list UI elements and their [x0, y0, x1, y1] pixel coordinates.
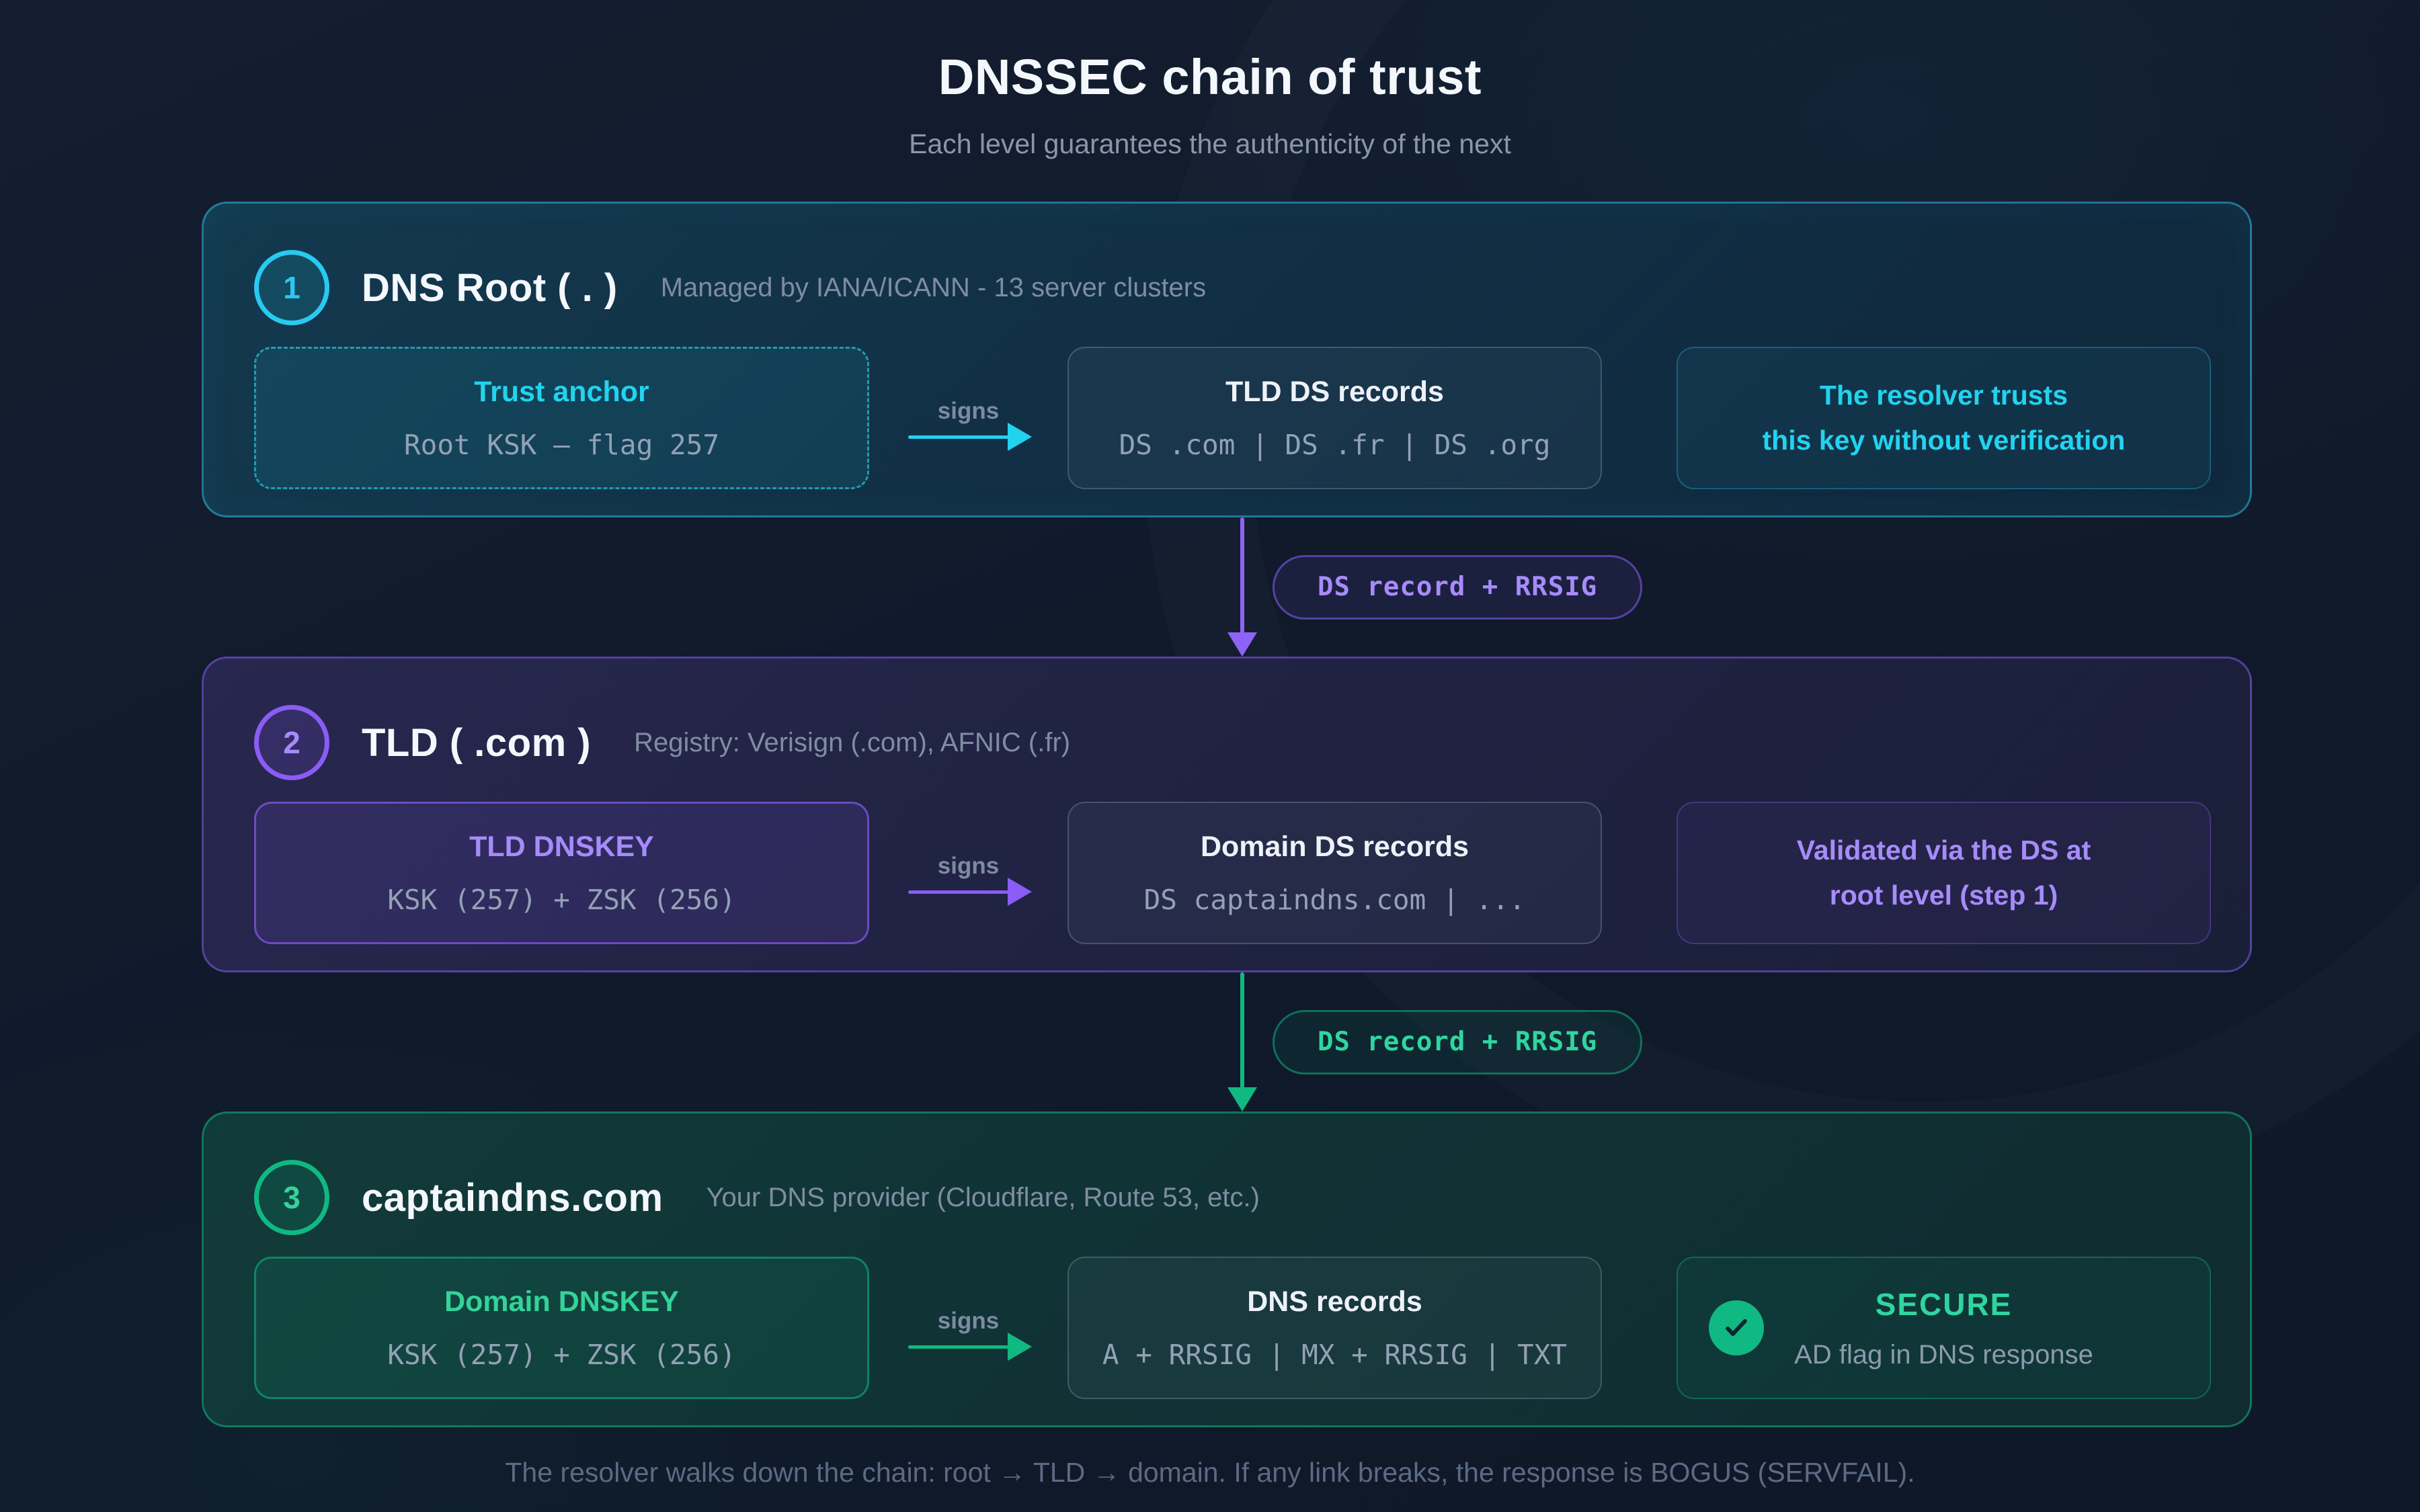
down-arrow-line: [1240, 972, 1244, 1089]
level-1-signs: signs: [869, 347, 1067, 489]
note-line-2: root level (step 1): [1829, 880, 2058, 911]
ds-rrsig-badge: DS record + RRSIG: [1273, 1009, 1643, 1075]
dns-records-box: DNS records A + RRSIG | MX + RRSIG | TXT: [1067, 1257, 1602, 1399]
level-2-header: 2 TLD ( .com ) Registry: Verisign (.com)…: [254, 705, 2211, 780]
domain-ds-records-title: Domain DS records: [1200, 830, 1469, 863]
page-title: DNSSEC chain of trust: [938, 49, 1482, 105]
right-arrow-icon: [908, 877, 1032, 906]
note-line-1: Validated via the DS at: [1796, 835, 2091, 866]
tld-dnskey-box: TLD DNSKEY KSK (257) + ZSK (256): [254, 802, 869, 944]
domain-dnskey-box: Domain DNSKEY KSK (257) + ZSK (256): [254, 1257, 869, 1399]
domain-ds-records-box: Domain DS records DS captaindns.com | ..…: [1067, 802, 1602, 944]
level-2-subtitle: Registry: Verisign (.com), AFNIC (.fr): [634, 727, 1071, 757]
tld-ds-records-detail: DS .com | DS .fr | DS .org: [1119, 428, 1551, 461]
secure-status-detail: AD flag in DNS response: [1794, 1339, 2093, 1370]
level-2-signs: signs: [869, 802, 1067, 944]
level-1-card: 1 DNS Root ( . ) Managed by IANA/ICANN -…: [202, 202, 2252, 517]
dns-records-title: DNS records: [1247, 1285, 1422, 1318]
level-1-row: Trust anchor Root KSK — flag 257 signs T…: [254, 347, 2211, 489]
level-2-card: 2 TLD ( .com ) Registry: Verisign (.com)…: [202, 657, 2252, 972]
tld-ds-records-box: TLD DS records DS .com | DS .fr | DS .or…: [1067, 347, 1602, 489]
tld-dnskey-detail: KSK (257) + ZSK (256): [387, 883, 736, 916]
secure-status-label: SECURE: [1875, 1286, 2013, 1322]
level-1-number-badge: 1: [254, 250, 329, 325]
trust-anchor-box: Trust anchor Root KSK — flag 257: [254, 347, 869, 489]
trust-anchor-title: Trust anchor: [474, 375, 649, 408]
dns-records-detail: A + RRSIG | MX + RRSIG | TXT: [1102, 1338, 1568, 1371]
secure-status-box: SECURE AD flag in DNS response: [1677, 1257, 2211, 1399]
down-arrow-icon: [1227, 517, 1257, 657]
note-line-1: The resolver trusts: [1819, 380, 2068, 411]
connector-tld-to-domain: DS record + RRSIG: [202, 972, 2252, 1111]
signs-label: signs: [937, 397, 1000, 424]
level-3-title: captaindns.com: [362, 1175, 663, 1220]
footer-note: The resolver walks down the chain: root …: [505, 1457, 1915, 1488]
ds-rrsig-badge: DS record + RRSIG: [1273, 554, 1643, 620]
domain-dnskey-detail: KSK (257) + ZSK (256): [387, 1338, 736, 1371]
down-arrow-head: [1227, 632, 1257, 657]
level-3-header: 3 captaindns.com Your DNS provider (Clou…: [254, 1160, 2211, 1235]
page-subtitle: Each level guarantees the authenticity o…: [909, 128, 1511, 159]
level-1-header: 1 DNS Root ( . ) Managed by IANA/ICANN -…: [254, 250, 2211, 325]
page-header: DNSSEC chain of trust Each level guarant…: [0, 0, 2420, 160]
level-2-number-badge: 2: [254, 705, 329, 780]
check-icon: [1709, 1300, 1764, 1355]
level-2-note-box: Validated via the DS at root level (step…: [1677, 802, 2211, 944]
level-3-card: 3 captaindns.com Your DNS provider (Clou…: [202, 1111, 2252, 1427]
level-2-row: TLD DNSKEY KSK (257) + ZSK (256) signs D…: [254, 802, 2211, 944]
down-arrow-head: [1227, 1087, 1257, 1111]
tld-ds-records-title: TLD DS records: [1225, 375, 1444, 408]
down-arrow-line: [1240, 517, 1244, 634]
down-arrow-icon: [1227, 972, 1257, 1111]
trust-anchor-detail: Root KSK — flag 257: [404, 428, 719, 461]
level-1-title: DNS Root ( . ): [362, 265, 618, 310]
diagram-content: 1 DNS Root ( . ) Managed by IANA/ICANN -…: [202, 202, 2252, 1427]
level-3-number-badge: 3: [254, 1160, 329, 1235]
domain-dnskey-title: Domain DNSKEY: [444, 1285, 679, 1318]
tld-dnskey-title: TLD DNSKEY: [469, 830, 654, 863]
right-arrow-icon: [908, 422, 1032, 451]
level-3-row: Domain DNSKEY KSK (257) + ZSK (256) sign…: [254, 1257, 2211, 1399]
level-3-signs: signs: [869, 1257, 1067, 1399]
note-line-2: this key without verification: [1762, 425, 2126, 456]
level-2-title: TLD ( .com ): [362, 720, 592, 765]
level-1-note-box: The resolver trusts this key without ver…: [1677, 347, 2211, 489]
connector-root-to-tld: DS record + RRSIG: [202, 517, 2252, 657]
right-arrow-icon: [908, 1332, 1032, 1361]
level-3-subtitle: Your DNS provider (Cloudflare, Route 53,…: [706, 1182, 1260, 1212]
level-1-subtitle: Managed by IANA/ICANN - 13 server cluste…: [660, 272, 1207, 302]
signs-label: signs: [937, 852, 1000, 879]
signs-label: signs: [937, 1307, 1000, 1334]
domain-ds-records-detail: DS captaindns.com | ...: [1143, 883, 1526, 916]
